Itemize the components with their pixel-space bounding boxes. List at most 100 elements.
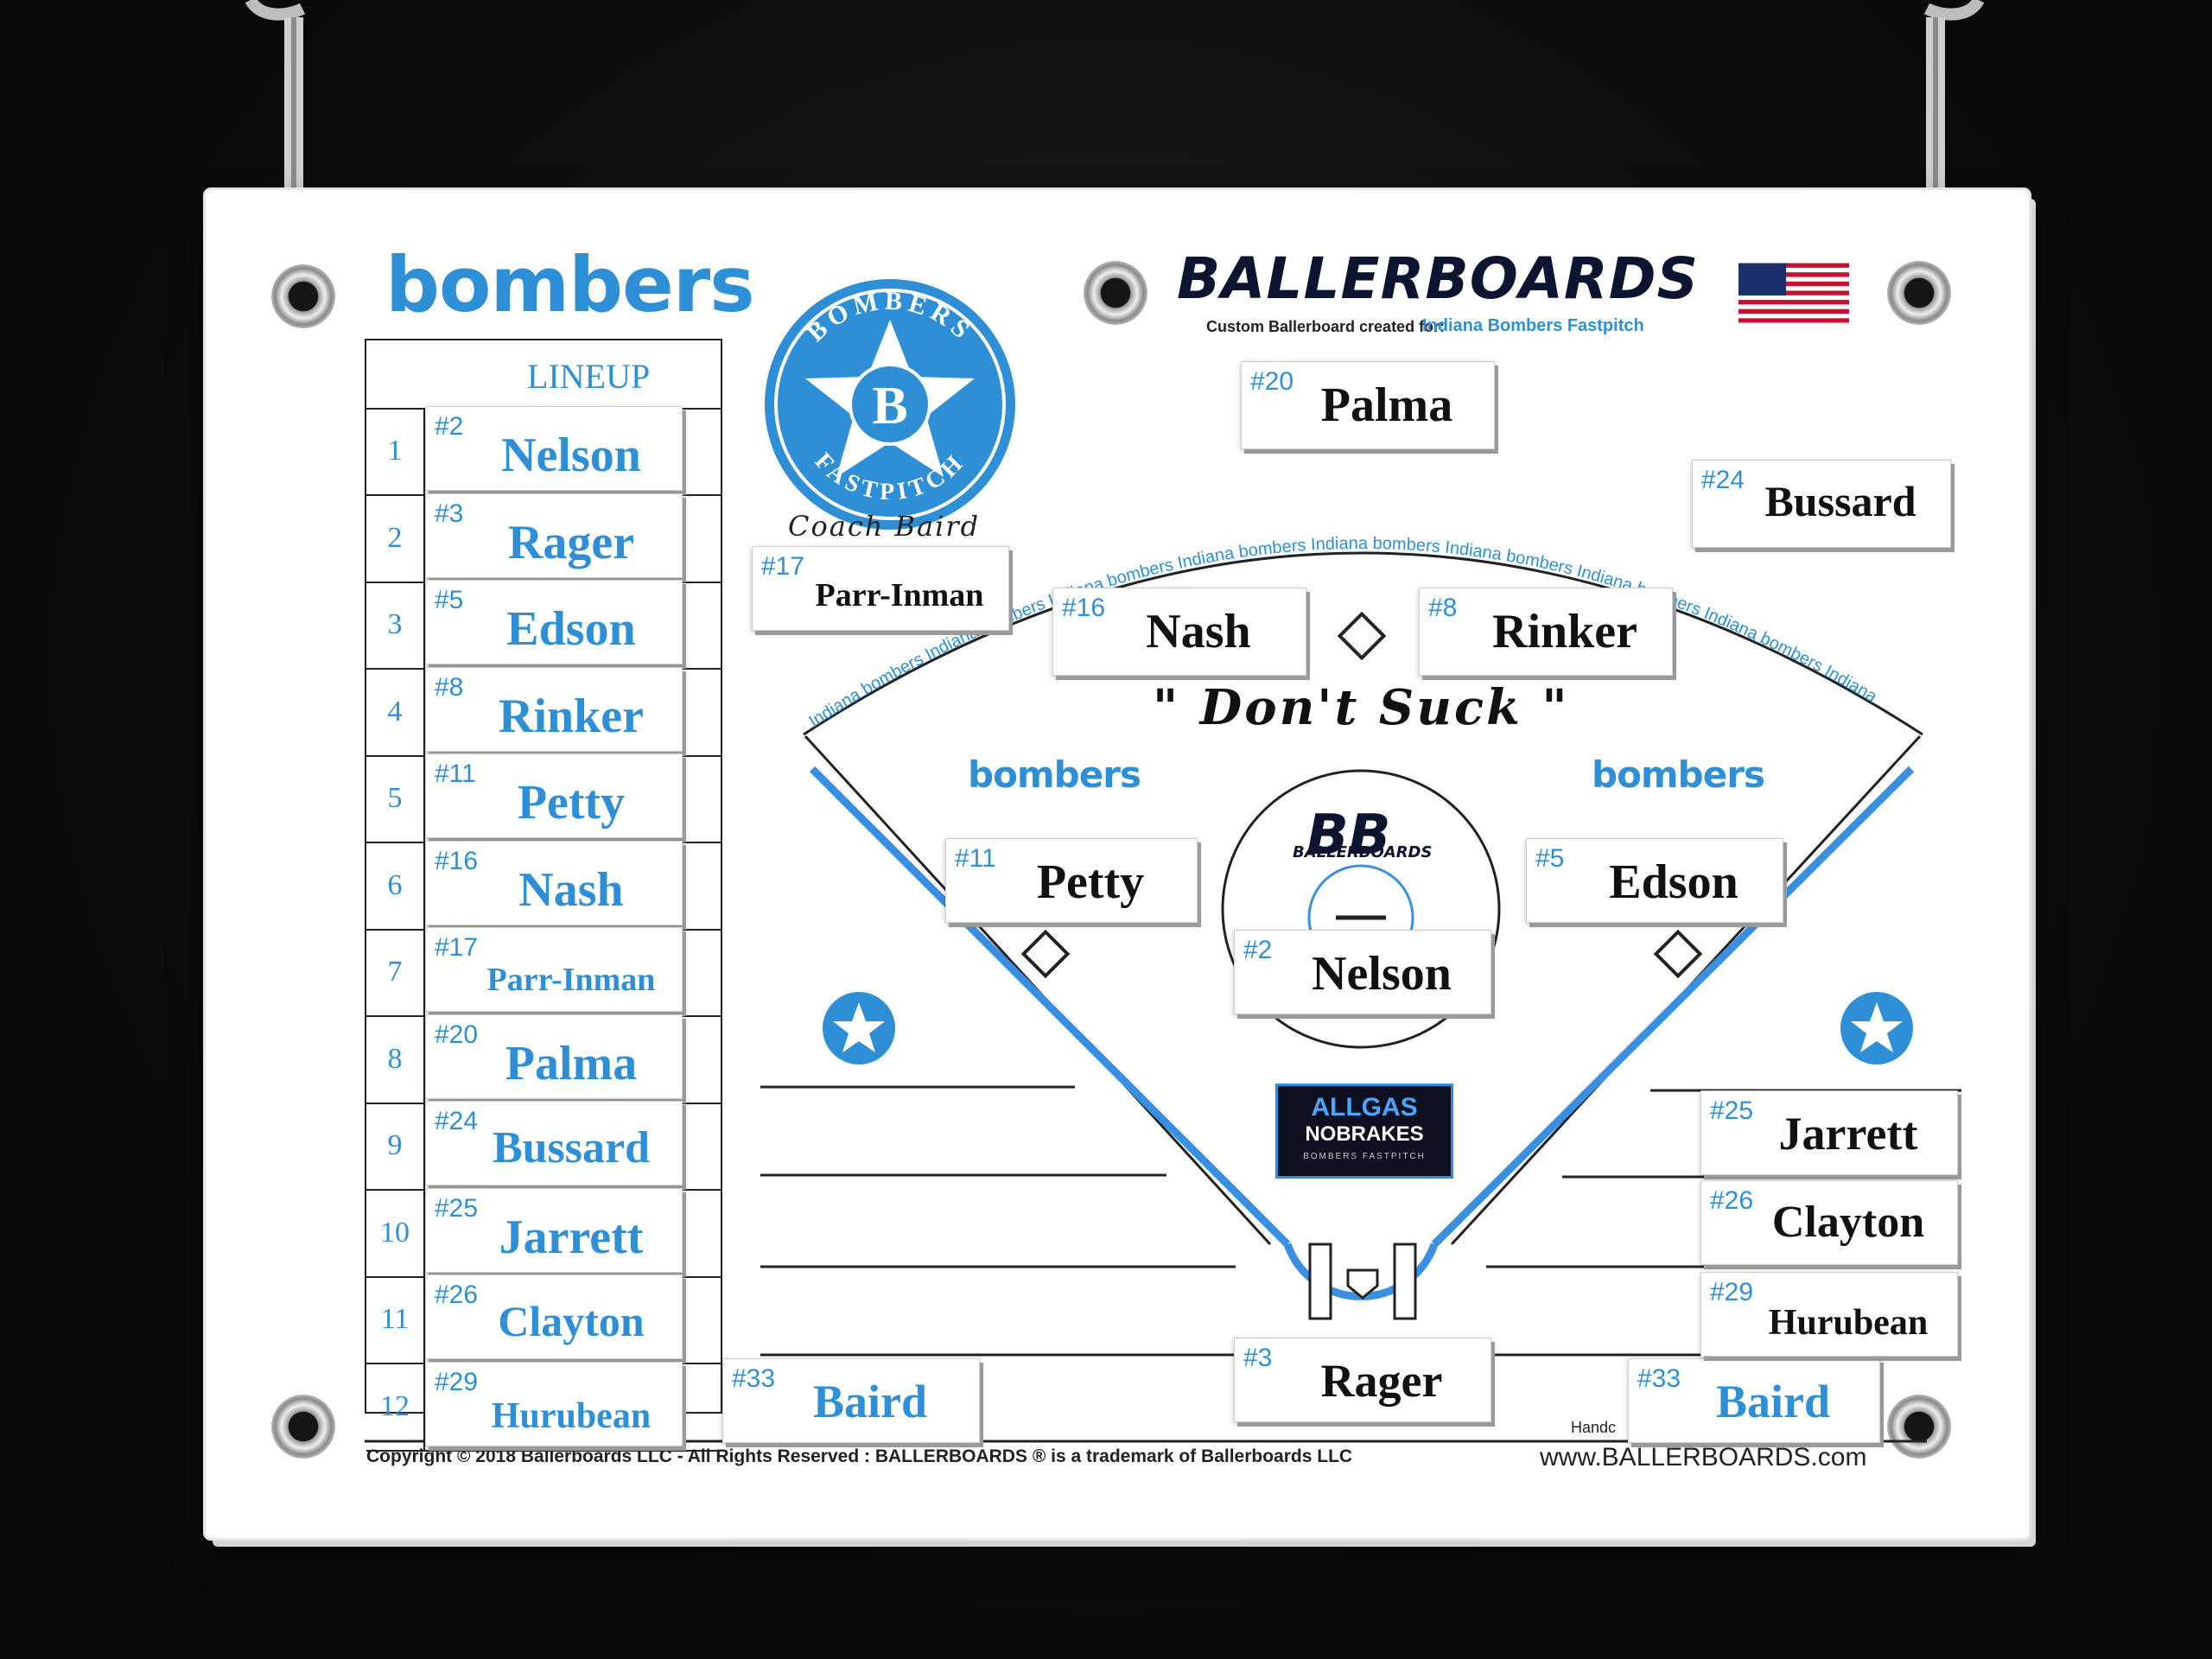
field-jersey-number: #25 (1710, 1096, 1754, 1125)
lineup-player-name: Palma (505, 1036, 638, 1090)
field-magnet-first-base[interactable]: #5 Edson (1526, 838, 1783, 923)
field-player-name: Nash (1146, 605, 1251, 658)
field-jersey-number: #17 (761, 552, 805, 581)
field-magnet-shortstop[interactable]: #16 Nash (1052, 588, 1306, 676)
team-wordmark: bombers (385, 240, 755, 329)
field-player-name: Edson (1609, 855, 1738, 909)
center-bb-logo-sub: BALLERBOARDS (1293, 843, 1433, 861)
field-player-name: Nelson (1312, 947, 1452, 1001)
lineup-player-name: Bussard (492, 1123, 651, 1173)
motto-text: " Don't Suck " (1153, 679, 1570, 736)
lineup-order-number: 9 (366, 1103, 425, 1189)
sponsor-line-2: NOBRAKES (1305, 1122, 1424, 1146)
field-player-name: Baird (812, 1376, 928, 1427)
left-field-wordmark: bombers (968, 753, 1141, 796)
field-magnet-center-field[interactable]: #20 Palma (1241, 361, 1495, 449)
field-jersey-number: #24 (1701, 466, 1745, 494)
field-jersey-number: #33 (1637, 1364, 1681, 1393)
small-seal-right-icon (1840, 992, 1913, 1065)
field-player-name: Hurubean (1768, 1303, 1929, 1343)
lineup-order-number: 10 (366, 1189, 425, 1276)
created-for-prefix: Custom Ballerboard created for: (1206, 318, 1446, 335)
lineup-header-label: LINEUP (527, 357, 651, 396)
center-bb-logo: BB (1306, 804, 1391, 868)
lineup-player-name: Clayton (498, 1297, 645, 1345)
lineup-jersey-number: #25 (435, 1193, 479, 1223)
us-flag-icon (1738, 263, 1849, 323)
lineup-order-number: 11 (366, 1276, 425, 1363)
field-magnet-bench-0[interactable]: #25 Jarrett (1700, 1090, 1958, 1175)
copyright-text: Copyright © 2018 Ballerboards LLC - All … (366, 1446, 1353, 1466)
lineup-jersey-number: #17 (435, 933, 479, 962)
field-player-name: Palma (1320, 378, 1453, 432)
field-player-name: Petty (1036, 855, 1145, 909)
lineup-player-name: Petty (517, 776, 626, 830)
field-player-name: Jarrett (1778, 1108, 1918, 1160)
field-player-name: Baird (1715, 1376, 1831, 1427)
field-player-name: Bussard (1764, 477, 1916, 525)
team-seal-logo: BOMBERS FASTPITCH B (765, 279, 1015, 530)
seal-letter: B (872, 377, 907, 435)
field-jersey-number: #5 (1535, 844, 1565, 873)
field-player-name: Rinker (1492, 605, 1637, 658)
lineup-jersey-number: #11 (435, 760, 476, 788)
handcrafted-text: Handc (1571, 1419, 1617, 1436)
lineup-jersey-number: #3 (435, 499, 464, 528)
field-jersey-number: #16 (1062, 594, 1106, 622)
field-jersey-number: #20 (1250, 367, 1294, 396)
lineup-order-number: 2 (366, 494, 425, 582)
lineup-player-name: Rinker (499, 689, 644, 743)
lineup-jersey-number: #16 (435, 846, 479, 875)
website-text: www.BALLERBOARDS.com (1540, 1443, 1867, 1471)
lineup-player-name: Jarrett (499, 1210, 644, 1264)
lineup-order-number: 5 (366, 755, 425, 842)
grommet-bottom-left-icon (271, 1395, 335, 1459)
lineup-player-name: Hurubean (491, 1395, 652, 1436)
lineup-order-number: 12 (366, 1363, 425, 1450)
field-magnet-coach-right[interactable]: #33 Baird (1628, 1358, 1880, 1443)
lineup-player-name: Nelson (501, 429, 641, 482)
right-field-wordmark: bombers (1592, 753, 1765, 796)
sponsor-line-1: ALLGAS (1311, 1093, 1418, 1122)
lineup-order-number: 7 (366, 929, 425, 1015)
lineup-jersey-number: #26 (435, 1281, 479, 1309)
sponsor-logo: ALLGAS NOBRAKES BOMBERS FASTPITCH (1275, 1084, 1453, 1179)
field-player-name: Clayton (1771, 1198, 1925, 1247)
grommet-top-center-icon (1084, 261, 1147, 325)
coach-label: Coach Baird (788, 510, 981, 543)
lineup-order-number: 8 (366, 1015, 425, 1103)
field-magnet-right-field[interactable]: #24 Bussard (1692, 460, 1951, 548)
lineup-jersey-number: #24 (435, 1107, 479, 1135)
grommet-top-right-icon (1887, 261, 1951, 325)
